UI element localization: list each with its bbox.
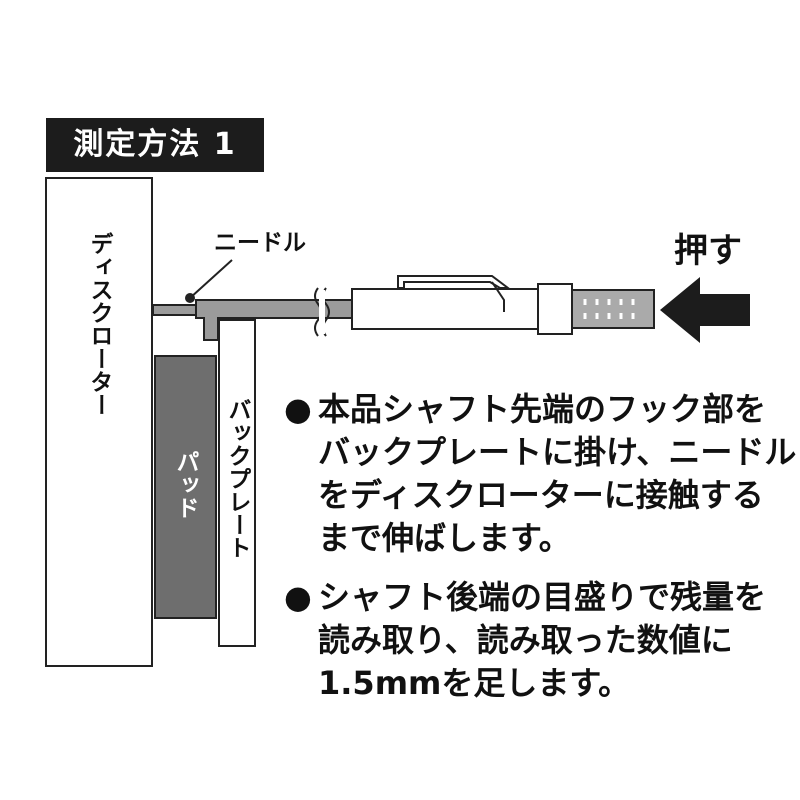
back-plate-label: バックプレート (224, 398, 251, 559)
instruction-item-1: ●本品シャフト先端のフック部を バックプレートに掛け、ニードル をディスクロータ… (284, 388, 797, 560)
instruction-1-line-1: 本品シャフト先端のフック部を (318, 390, 767, 428)
scale-ticks (583, 299, 635, 319)
instruction-1-line-3: をディスクローターに接触する (318, 476, 764, 514)
tool-collar (537, 283, 573, 335)
instructions: ●本品シャフト先端のフック部を バックプレートに掛け、ニードル をディスクロータ… (284, 388, 797, 721)
instruction-1-line-2: バックプレートに掛け、ニードル (318, 433, 797, 471)
push-label: 押す (674, 231, 742, 271)
title-bar (46, 118, 264, 172)
pad-label: パッド (172, 450, 199, 519)
bullet-icon: ● (284, 578, 312, 616)
push-arrow-icon (660, 277, 750, 343)
instruction-2-line-3: 1.5mmを足します。 (318, 664, 631, 702)
needle-label: ニードル (214, 230, 306, 256)
pad (154, 355, 217, 619)
disc-rotor (45, 177, 153, 667)
page-title: 測定方法 1 (73, 127, 237, 162)
disc-rotor-label: ディスクローター (86, 231, 113, 416)
instruction-item-2: ●シャフト後端の目盛りで残量を 読み取り、読み取った数値に 1.5mmを足します… (284, 576, 784, 705)
needle-leader-dot (185, 293, 195, 303)
instruction-1-line-4: まで伸ばします。 (318, 519, 571, 557)
instruction-2-line-1: シャフト後端の目盛りで残量を (318, 578, 767, 616)
instruction-2-line-2: 読み取り、読み取った数値に (318, 621, 733, 659)
shaft-hook (195, 299, 321, 341)
tool-clip-arm (491, 281, 505, 312)
scale-cap (571, 289, 655, 329)
shaft-break-gap (319, 290, 325, 334)
bullet-icon: ● (284, 390, 312, 428)
tool-clip (397, 275, 511, 289)
needle-leader-line (189, 259, 233, 299)
back-plate (218, 319, 256, 647)
tool-body (351, 288, 539, 330)
